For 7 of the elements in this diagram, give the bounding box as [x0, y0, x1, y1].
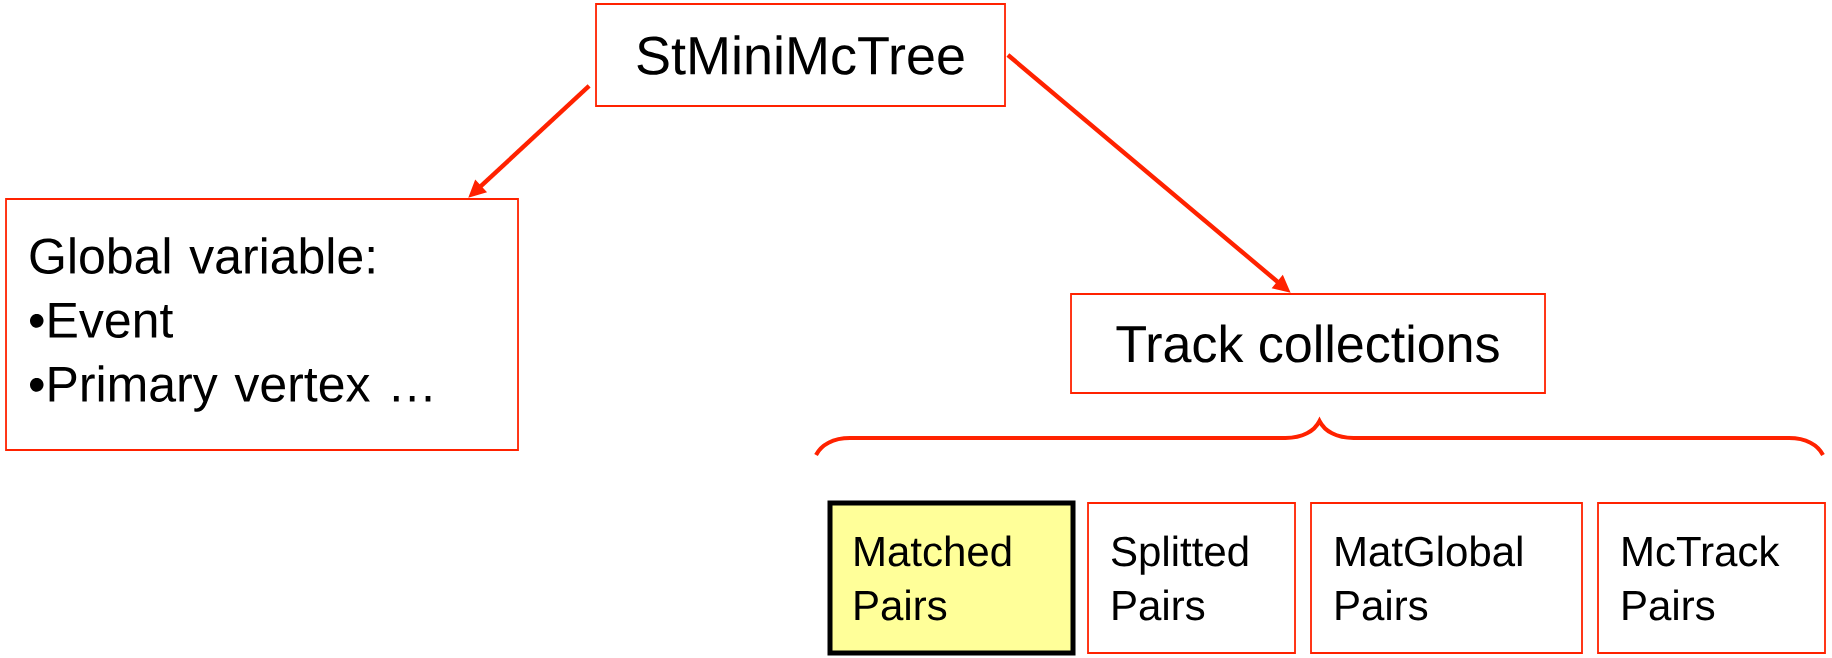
highlighted-box: Matched Pairs	[827, 500, 1076, 656]
label-box: Track collections	[1070, 293, 1546, 394]
category-box: MatGlobal Pairs	[1310, 502, 1583, 654]
text-box: Global variable: •Event •Primary vertex …	[5, 198, 519, 451]
category-box: Splitted Pairs	[1087, 502, 1296, 654]
category-box: McTrack Pairs	[1597, 502, 1826, 654]
label-box: StMiniMcTree	[595, 3, 1006, 107]
